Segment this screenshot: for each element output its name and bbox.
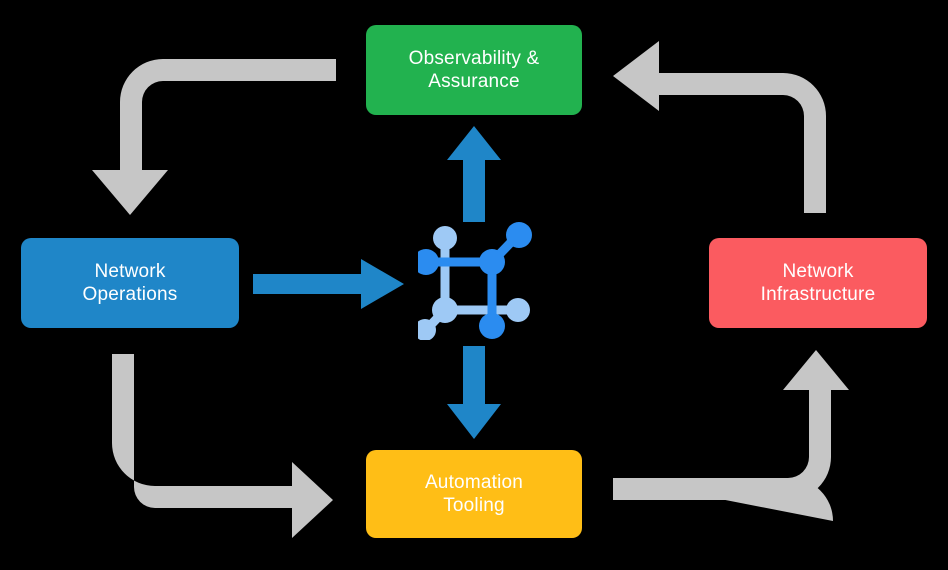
node-network-infrastructure[interactable]: Network Infrastructure	[709, 238, 927, 328]
topology-node-bottom-left	[418, 319, 436, 340]
topology-node-mid-left	[432, 297, 458, 323]
node-observability-assurance[interactable]: Observability & Assurance	[366, 25, 582, 115]
grey-arrow-netops-to-automation	[112, 354, 333, 538]
topology-node-top-right	[506, 222, 532, 248]
topology-node-top-left	[433, 226, 457, 250]
blue-arrow-center-to-automation	[447, 346, 501, 439]
grey-arrow-observability-to-netops	[92, 59, 336, 215]
topology-node-center	[479, 249, 505, 275]
node-automation-tooling-label: Automation Tooling	[424, 471, 524, 516]
grey-arrow-netinfra-to-observability	[613, 41, 826, 213]
blue-arrow-netops-to-center	[253, 259, 404, 309]
topology-node-left	[418, 249, 439, 275]
blue-arrow-center-to-observability	[447, 126, 501, 222]
grey-arrow-automation-to-netinfra-main	[613, 350, 849, 500]
topology-node-bottom	[479, 313, 505, 339]
node-network-operations-label: Network Operations	[82, 260, 178, 305]
node-automation-tooling[interactable]: Automation Tooling	[366, 450, 582, 538]
topology-nodes-light	[418, 226, 530, 340]
node-network-operations[interactable]: Network Operations	[21, 238, 239, 328]
topology-node-mid-right	[506, 298, 530, 322]
node-network-infrastructure-label: Network Infrastructure	[760, 260, 876, 305]
node-observability-label: Observability & Assurance	[408, 47, 540, 92]
topology-nodes-bright	[418, 222, 532, 339]
network-topology-icon	[418, 222, 532, 340]
